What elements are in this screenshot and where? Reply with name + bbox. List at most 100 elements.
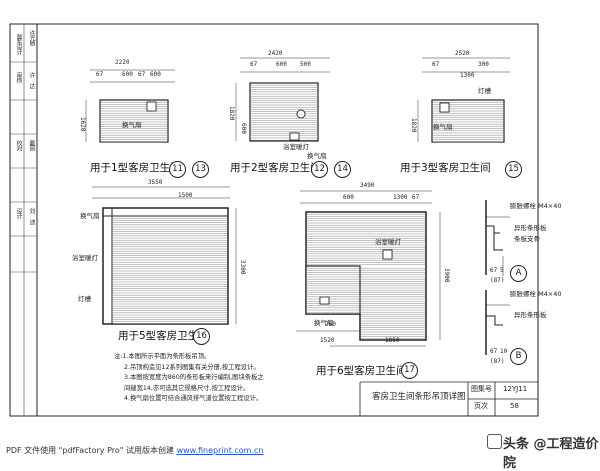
dim-text: 67 <box>96 71 104 78</box>
dim-text: 1820 <box>410 118 417 133</box>
detail-ref-circle: A <box>510 265 527 282</box>
detail-label: 条板支骨 <box>514 235 540 243</box>
ref-circle: 14 <box>334 161 351 178</box>
sidebar-cell: 刘 迪 <box>28 208 35 224</box>
plan-label: 灯槽 <box>478 87 491 95</box>
notes: 注:1.本图所示平面为条形板吊顶。 2.吊顶构造见12系列图集有关分册,按工程设… <box>114 352 264 405</box>
plan-label: 浴室暖灯 <box>375 238 401 246</box>
sidebar-cell: 审核 <box>15 72 22 82</box>
plan-label: 换气扇 <box>314 319 334 327</box>
ceiling-strips-plan-2 <box>251 84 317 141</box>
ref-circle: 15 <box>505 161 522 178</box>
atlas-label: 图集号 <box>471 385 492 393</box>
note-line: 3.本图按宽度为860的条形板来行编制,图块条板之 <box>124 374 264 381</box>
ref-circle: 17 <box>401 362 418 379</box>
ref-circle: 16 <box>193 328 210 345</box>
dim-text: 3900 <box>443 268 450 283</box>
dim-text: 760 <box>325 321 336 328</box>
note-line: 注:1.本图所示平面为条形板吊顶。 <box>114 353 211 360</box>
dim-text: (87) <box>490 358 505 365</box>
sidebar-cell: 校对 <box>15 140 22 150</box>
pdf-footer-text: PDF 文件使用 "pdfFactory Pro" 试用版本创建 <box>6 446 175 455</box>
dim-text: 1620 <box>79 117 86 132</box>
dim-text: 600 <box>122 71 133 78</box>
page-value: 58 <box>510 402 519 410</box>
watermark: 头条 @工程造价院 <box>503 437 599 471</box>
plan-1 <box>85 69 175 143</box>
fixture-box <box>289 132 300 141</box>
dim-text: 1300 <box>393 194 408 201</box>
dim-text: 600 <box>343 194 354 201</box>
plan-label: 浴室暖灯 <box>283 143 309 151</box>
dim-text: 600 <box>276 61 287 68</box>
dim-text: 1520 <box>320 337 335 344</box>
sidebar-cell: 设计 <box>15 208 22 218</box>
plan-3 <box>417 57 510 143</box>
dim-text: 10 <box>500 348 508 355</box>
plan-label: 浴室暖灯 <box>72 254 98 262</box>
plan-2 <box>235 57 330 142</box>
dim-text: 1500 <box>178 192 193 199</box>
plan-caption: 用于5型客房卫生间 <box>118 330 209 342</box>
detail-label: 膨胀螺栓 M4×40 <box>510 290 562 298</box>
ceiling-strips-plan-5 <box>113 217 227 325</box>
ceiling-strips-plan-3 <box>433 101 503 143</box>
ceiling-strips-plan-1 <box>101 101 167 143</box>
sidebar-cell: 戴丽 <box>28 140 35 150</box>
dim-text: 67 <box>490 267 498 274</box>
dim-text: 1820 <box>228 106 235 121</box>
sidebar-cell: 许光朗 <box>28 30 35 45</box>
ceiling-strips-plan-6c <box>307 267 359 313</box>
detail-b <box>485 290 510 355</box>
dim-text: 5 <box>500 267 504 274</box>
note-line: 间缝宽14,亦可选其它规格尺寸,按工程设计。 <box>124 384 250 392</box>
dim-text: 300 <box>478 61 489 68</box>
note-line: 2.吊顶构造见12系列图集有关分册,按工程设计。 <box>124 363 260 371</box>
sidebar-cell: 许 达 <box>28 72 35 88</box>
ref-circle: 12 <box>311 161 328 178</box>
plan-caption: 用于2型客房卫生间 <box>230 162 321 174</box>
fixture-box <box>382 249 393 260</box>
detail-label: 膨胀螺栓 M4×40 <box>510 202 562 210</box>
pdf-footer-link[interactable]: www.fineprint.com.cn <box>176 446 264 455</box>
ceiling-strips-plan-6b <box>361 267 425 339</box>
plan-label: 换气扇 <box>122 121 142 129</box>
note-line: 4.换气扇位置可结合通风排气道位置按工程设计。 <box>124 395 263 402</box>
dim-text: 600 <box>240 123 247 134</box>
bath-heater-lamp <box>296 109 306 119</box>
dim-text: 67 <box>250 61 258 68</box>
plan-caption: 用于1型客房卫生间 <box>90 162 181 174</box>
plan-label: 换气扇 <box>80 212 100 220</box>
dim-text: 2420 <box>268 50 283 57</box>
dim-text: 3300 <box>239 260 246 275</box>
ref-circle: 11 <box>169 161 186 178</box>
plan-caption: 用于3型客房卫生间 <box>400 162 491 174</box>
dim-text: 3550 <box>148 179 163 186</box>
fixture-box <box>146 101 157 112</box>
pdf-footer: PDF 文件使用 "pdfFactory Pro" 试用版本创建 www.fin… <box>6 445 263 456</box>
atlas-value: 12YJ11 <box>503 385 528 393</box>
detail-label: 异形条形板 <box>514 224 547 232</box>
plan-label: 换气扇 <box>433 123 453 131</box>
dim-text: 500 <box>300 61 311 68</box>
dim-text: 67 <box>490 348 498 355</box>
dim-text: 67 <box>412 194 420 201</box>
plan-label: 换气扇 <box>307 152 327 160</box>
plan-caption: 用于6型客房卫生间 <box>316 365 407 377</box>
dim-text: 67 <box>432 61 440 68</box>
sidebar-cell: 冀东设计 <box>15 34 22 54</box>
fixture-box <box>319 296 330 305</box>
dim-text: 2220 <box>115 59 130 66</box>
plan-label: 灯槽 <box>78 295 91 303</box>
detail-ref-circle: B <box>510 348 527 365</box>
fixture-box <box>439 102 450 113</box>
ref-circle: 13 <box>192 161 209 178</box>
dim-text: 1300 <box>460 72 475 79</box>
dim-text: 1850 <box>385 337 400 344</box>
dim-text: (87) <box>490 277 505 284</box>
dim-text: 67 <box>138 71 146 78</box>
dim-text: 3490 <box>360 182 375 189</box>
page-label: 页次 <box>474 402 488 410</box>
detail-a <box>485 200 510 276</box>
